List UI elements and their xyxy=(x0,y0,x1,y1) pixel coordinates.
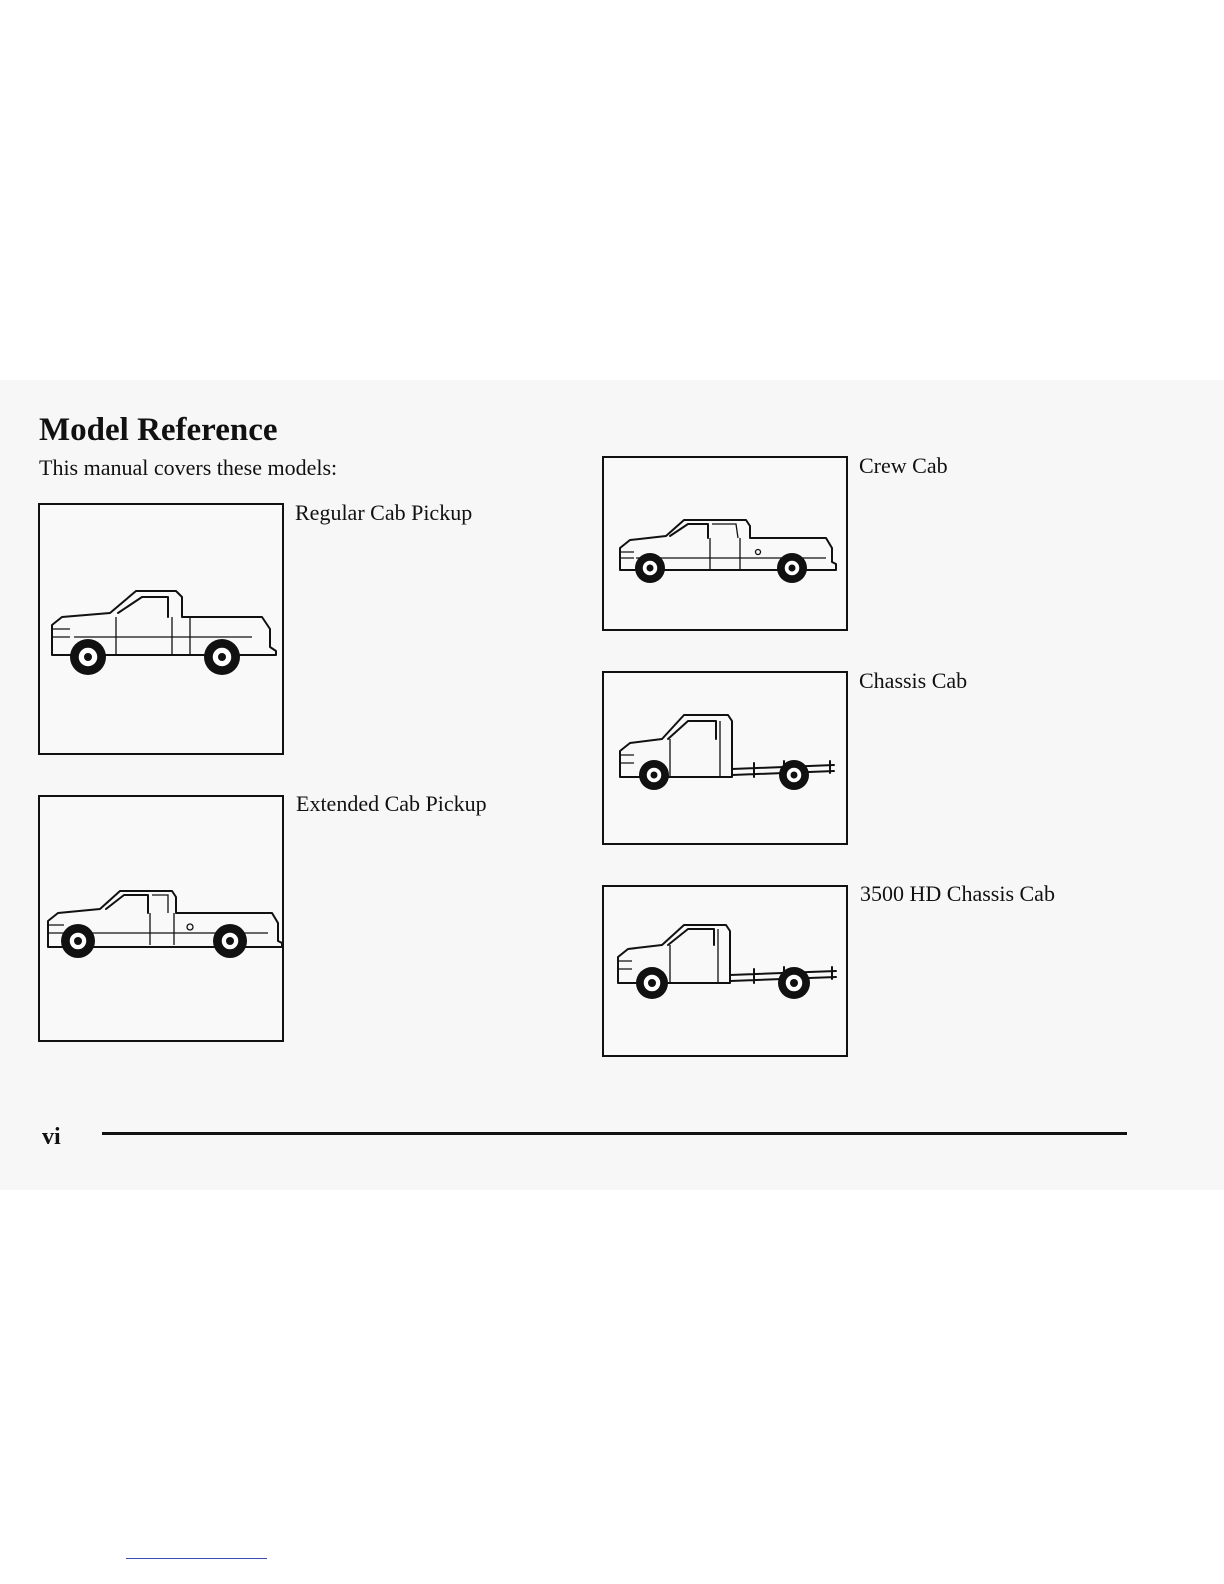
chassis-cab-illustration xyxy=(602,671,848,845)
chassis-cab-label: Chassis Cab xyxy=(859,668,967,694)
3500-hd-chassis-cab-label: 3500 HD Chassis Cab xyxy=(860,881,1055,907)
extended-cab-pickup-label: Extended Cab Pickup xyxy=(296,791,487,817)
intro-text: This manual covers these models: xyxy=(39,455,337,481)
regular-cab-pickup-illustration xyxy=(38,503,284,755)
crew-cab-label: Crew Cab xyxy=(859,453,948,479)
3500-hd-chassis-cab-illustration xyxy=(602,885,848,1057)
crew-cab-illustration xyxy=(602,456,848,631)
decorative-line xyxy=(126,1558,267,1559)
page-number: vi xyxy=(42,1124,61,1151)
page-title: Model Reference xyxy=(39,412,278,449)
footer-rule xyxy=(102,1132,1127,1135)
regular-cab-pickup-label: Regular Cab Pickup xyxy=(295,500,472,526)
extended-cab-pickup-illustration xyxy=(38,795,284,1042)
